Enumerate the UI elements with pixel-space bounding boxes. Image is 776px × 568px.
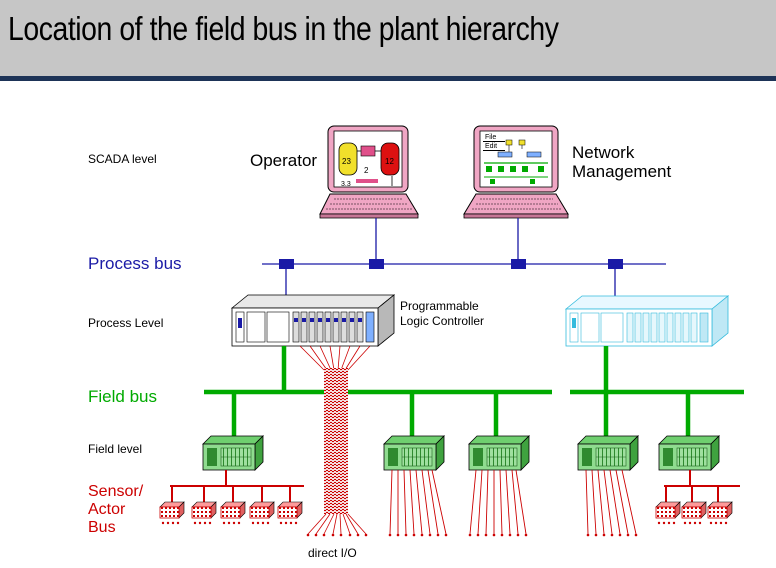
- plc-label-line2: Logic Controller: [400, 314, 484, 328]
- plc-rack-left: [230, 294, 396, 347]
- scada-level-label: SCADA level: [88, 152, 157, 166]
- sensor-actor-device: [159, 501, 185, 525]
- sensor-actor-bus-left: [170, 470, 304, 504]
- sensor-actor-device: [220, 501, 246, 525]
- network-management-workstation: File Edit: [463, 125, 569, 219]
- sensor-bus-label-line2: Actor: [88, 501, 126, 518]
- field-device: [202, 435, 264, 471]
- page-title: Location of the field bus in the plant h…: [8, 10, 559, 47]
- sensor-actor-bus-right: [664, 470, 740, 504]
- field-level-label: Field level: [88, 442, 142, 456]
- sensor-actor-device: [681, 501, 707, 525]
- plc-rack-right: [564, 295, 730, 347]
- field-device: [658, 435, 720, 471]
- process-bus-label: Process bus: [88, 254, 182, 273]
- sensor-bus-label-line3: Bus: [88, 519, 116, 536]
- sensor-actor-device: [707, 501, 733, 525]
- header-bar: [0, 0, 776, 76]
- sensor-actor-device: [249, 501, 275, 525]
- tank-mid-value: 2: [364, 166, 369, 175]
- sensor-actor-device: [191, 501, 217, 525]
- process-bus: [262, 218, 666, 296]
- network-label-line1: Network: [572, 143, 635, 162]
- sensor-actor-device: [655, 501, 681, 525]
- tank-left-value: 23: [342, 157, 351, 166]
- field-device-wiring: [389, 469, 637, 535]
- field-device: [383, 435, 445, 471]
- network-label-line2: Management: [572, 162, 672, 181]
- bus-coupler: [369, 259, 384, 269]
- bus-coupler: [279, 259, 294, 269]
- wire-terminals: [388, 533, 638, 537]
- field-bus-label: Field bus: [88, 387, 157, 406]
- header-divider: [0, 76, 776, 81]
- operator-workstation: 23 12 2 3.3: [319, 125, 419, 219]
- process-level-label: Process Level: [88, 316, 163, 330]
- sensor-actor-device: [277, 501, 303, 525]
- direct-io-bundle: [299, 345, 371, 537]
- edit-menu-label: Edit: [485, 143, 497, 150]
- bus-coupler: [608, 259, 623, 269]
- sensor-bus-label-line1: Sensor/: [88, 483, 144, 500]
- plc-label-line1: Programmable: [400, 299, 479, 313]
- file-menu-label: File: [485, 134, 496, 141]
- field-device: [577, 435, 639, 471]
- tank-right-value: 12: [385, 157, 394, 166]
- bus-coupler: [511, 259, 526, 269]
- field-bus: [204, 346, 744, 436]
- operator-label: Operator: [250, 151, 317, 170]
- direct-io-label: direct I/O: [308, 546, 357, 560]
- field-device: [468, 435, 530, 471]
- tank-bottom-value: 3.3: [341, 181, 351, 188]
